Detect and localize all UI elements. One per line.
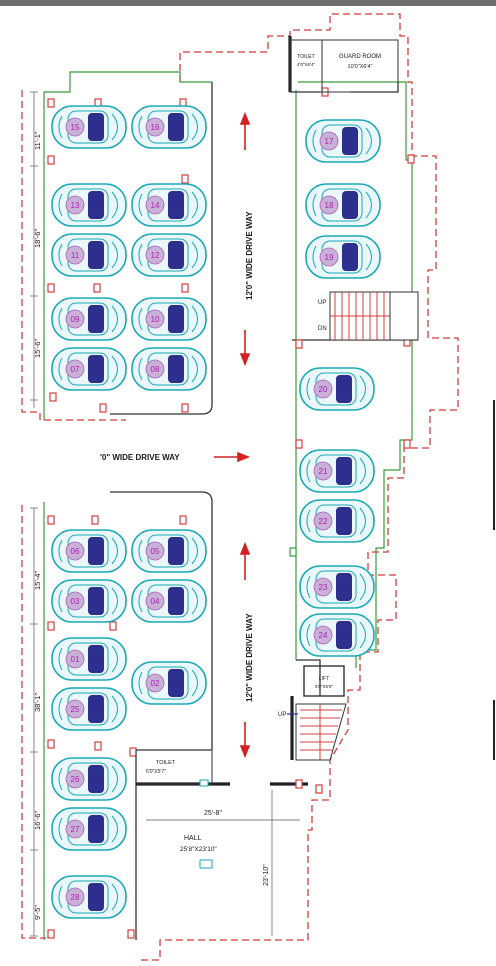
- parking-bay-19: 19: [305, 235, 381, 279]
- toilet-bottom-room: TOILET 6'0"X5'7": [135, 749, 213, 787]
- dimension-2: 18'-6": [33, 229, 42, 248]
- parking-bay-number: 20: [319, 385, 328, 394]
- parking-bay-10: 10: [131, 297, 207, 341]
- parking-bay-number: 14: [151, 201, 160, 210]
- parking-bay-number: 21: [319, 467, 328, 476]
- parking-bay-number: 16: [151, 123, 160, 132]
- dimension-3: 15'-6": [33, 339, 42, 358]
- lower-staircase: UP: [278, 703, 347, 761]
- parking-bay-04: 04: [131, 579, 207, 623]
- parking-bay-01: 01: [51, 637, 127, 681]
- parking-bay-20: 20: [299, 367, 375, 411]
- parking-bay-11: 11: [51, 233, 127, 277]
- parking-bay-06: 06: [51, 529, 127, 573]
- parking-bay-number: 23: [319, 583, 328, 592]
- drive-way-bottom-label: 12'0" WIDE DRIVE WAY: [245, 613, 254, 702]
- parking-bay-17: 17: [305, 119, 381, 163]
- parking-bay-number: 13: [71, 201, 80, 210]
- parking-bay-number: 11: [71, 251, 80, 260]
- hall-size: 25'8"X23'10": [180, 846, 217, 853]
- parking-bay-number: 07: [71, 365, 80, 374]
- hall-depth-dimension: 23'-10": [263, 864, 270, 886]
- top-border: [0, 0, 496, 6]
- parking-bay-number: 01: [71, 655, 80, 664]
- parking-bay-05: 05: [131, 529, 207, 573]
- parking-bay-18: 18: [305, 183, 381, 227]
- parking-bay-number: 05: [151, 547, 160, 556]
- parking-bay-27: 27: [51, 807, 127, 851]
- parking-bay-number: 15: [71, 123, 80, 132]
- parking-bay-23: 23: [299, 565, 375, 609]
- parking-bay-26: 26: [51, 757, 127, 801]
- lift-room: LIFT 5'0"X5'0": [303, 665, 345, 697]
- parking-bay-08: 08: [131, 347, 207, 391]
- parking-bay-number: 24: [319, 631, 328, 640]
- dimension-6: 16'-6": [33, 811, 42, 830]
- toilet-bottom-size: 6'0"X5'7": [146, 769, 166, 775]
- setback-lines: [43, 71, 413, 940]
- parking-bay-number: 02: [151, 679, 160, 688]
- parking-bay-09: 09: [51, 297, 127, 341]
- stair-down-label: DN: [318, 326, 327, 332]
- parking-bay-28: 28: [51, 875, 127, 919]
- toilet-top-room: TOILET 4'0"X6'4": [289, 39, 323, 93]
- parking-bays: 15 16 13 14 11 12 09 10 07 08 06 05 03 04 01 02 25 26 27 28…: [51, 105, 381, 919]
- parking-bay-14: 14: [131, 183, 207, 227]
- parking-bay-21: 21: [299, 449, 375, 493]
- parking-bay-number: 10: [151, 315, 160, 324]
- dimension-4: 15'-4": [33, 571, 42, 590]
- hall-width-dimension: 25'-8": [204, 810, 222, 817]
- parking-bay-12: 12: [131, 233, 207, 277]
- parking-bay-22: 22: [299, 499, 375, 543]
- hall-room: HALL 25'8"X23'10" 25'-8" 23'-10": [146, 790, 300, 936]
- parking-bay-number: 25: [71, 705, 80, 714]
- inner-walls: [110, 36, 418, 940]
- parking-bay-02: 02: [131, 661, 207, 705]
- parking-bay-number: 26: [71, 775, 80, 784]
- parking-bay-number: 09: [71, 315, 80, 324]
- dimension-7: 9'-5": [33, 905, 42, 920]
- parking-bay-15: 15: [51, 105, 127, 149]
- lift-name: LIFT: [319, 676, 329, 682]
- parking-bay-number: 12: [151, 251, 160, 260]
- toilet-bottom-name: TOILET: [156, 760, 176, 766]
- left-dimension-ticks: [30, 91, 38, 937]
- hall-name: HALL: [184, 835, 202, 842]
- parking-bay-number: 17: [325, 137, 334, 146]
- drive-way-middle-label: '0" WIDE DRIVE WAY: [100, 453, 180, 462]
- lift-size: 5'0"X5'0": [315, 684, 333, 689]
- guard-room-name: GUARD ROOM: [339, 54, 381, 60]
- parking-bay-16: 16: [131, 105, 207, 149]
- parking-bay-number: 19: [325, 253, 334, 262]
- parking-bay-number: 22: [319, 517, 328, 526]
- stair-up-label: UP: [318, 300, 326, 306]
- parking-bay-07: 07: [51, 347, 127, 391]
- parking-bay-03: 03: [51, 579, 127, 623]
- parking-bay-24: 24: [299, 613, 375, 657]
- drive-arrows: [214, 111, 251, 759]
- dimension-5: 38'-1": [33, 693, 42, 712]
- parking-bay-number: 27: [71, 825, 80, 834]
- upper-staircase: UP DN: [318, 291, 419, 341]
- stair-lower-up-label: UP: [278, 712, 286, 718]
- guard-room-size: 10'0"X6'4": [348, 64, 373, 70]
- parking-bay-number: 04: [151, 597, 160, 606]
- parking-bay-number: 08: [151, 365, 160, 374]
- parking-bay-13: 13: [51, 183, 127, 227]
- parking-bay-number: 06: [71, 547, 80, 556]
- guard-room: GUARD ROOM 10'0"X6'4": [321, 39, 399, 93]
- toilet-top-name: TOILET: [297, 54, 314, 60]
- parking-bay-number: 18: [325, 201, 334, 210]
- parking-bay-number: 28: [71, 893, 80, 902]
- parking-bay-number: 03: [71, 597, 80, 606]
- dimension-1: 11'-1": [33, 131, 42, 150]
- left-dimension-labels: 11'-1" 18'-6" 15'-6" 15'-4" 38'-1" 16'-6…: [33, 131, 42, 920]
- parking-bay-25: 25: [51, 687, 127, 731]
- toilet-top-size: 4'0"X6'4": [297, 62, 315, 67]
- drive-way-top-label: 12'0" WIDE DRIVE WAY: [245, 211, 254, 300]
